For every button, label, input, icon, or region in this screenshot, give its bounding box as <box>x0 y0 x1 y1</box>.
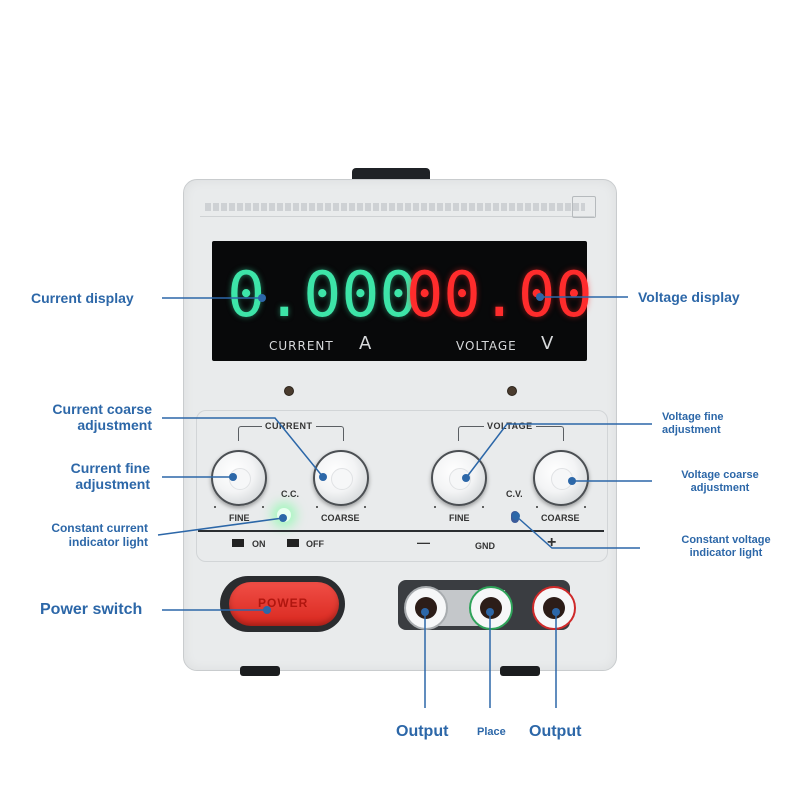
dial-tick <box>364 506 366 508</box>
on-switch-icon <box>232 539 244 547</box>
cv-light-callout: Constant voltage indicator light <box>681 534 771 559</box>
current-fine-dot <box>229 473 237 481</box>
panel-divider <box>198 530 604 532</box>
off-label: OFF <box>306 539 324 549</box>
voltage-group-label: VOLTAGE <box>484 421 536 431</box>
output-left-dot <box>421 608 429 616</box>
current-fine-label: FINE <box>229 513 250 523</box>
left-foot <box>240 666 280 676</box>
dial-tick <box>262 506 264 508</box>
top-label-print <box>205 203 585 211</box>
current-fine-callout: Current fine adjustment <box>70 460 150 492</box>
current-coarse-callout: Current coarse adjustment <box>52 401 152 433</box>
power-switch-text: POWER <box>258 596 309 610</box>
voltage-fine-label: FINE <box>449 513 470 523</box>
voltage-coarse-dot <box>568 477 576 485</box>
voltage-coarse-label: COARSE <box>541 513 580 523</box>
ground-terminal[interactable] <box>469 586 513 630</box>
place-callout: Place <box>477 726 506 738</box>
output-right-dot <box>552 608 560 616</box>
power-switch[interactable] <box>229 582 339 626</box>
dial-tick <box>434 506 436 508</box>
dial-tick <box>214 506 216 508</box>
voltage-unit: V <box>541 333 554 354</box>
current-coarse-label: COARSE <box>321 513 360 523</box>
voltage-display-dot <box>536 293 544 301</box>
positive-terminal[interactable] <box>532 586 576 630</box>
right-status-led <box>507 386 517 396</box>
brand-badge <box>572 196 596 218</box>
cc-light-callout: Constant current indicator light <box>51 521 148 549</box>
dial-tick <box>536 506 538 508</box>
on-label: ON <box>252 539 266 549</box>
current-display-callout: Current display <box>31 290 134 306</box>
power-switch-callout: Power switch <box>40 601 143 618</box>
voltage-display-callout: Voltage display <box>638 289 740 305</box>
minus-label: — <box>417 535 430 550</box>
voltage-fine-callout: Voltage fine adjustment <box>662 411 724 436</box>
cv-light-leader <box>515 515 640 549</box>
output-left-callout: Output <box>396 723 449 740</box>
power-switch-dot <box>263 606 271 614</box>
led-display-panel <box>212 241 587 361</box>
dial-tick <box>584 506 586 508</box>
current-coarse-leader <box>162 417 324 478</box>
cv-light-dot <box>512 512 520 520</box>
voltage-coarse-callout: Voltage coarse adjustment <box>681 469 759 494</box>
current-display-dot <box>258 294 266 302</box>
cc-light-dot <box>279 514 287 522</box>
gnd-label: GND <box>475 541 495 551</box>
place-dot <box>486 608 494 616</box>
current-unit: A <box>359 333 372 354</box>
negative-terminal[interactable] <box>404 586 448 630</box>
voltage-readout: 00.00 <box>406 258 593 331</box>
voltage-fine-leader <box>465 423 652 479</box>
top-label-strip <box>200 200 594 217</box>
dial-tick <box>482 506 484 508</box>
voltage-fine-dot <box>462 474 470 482</box>
plus-label: + <box>547 534 557 551</box>
cc-light-leader <box>157 517 284 536</box>
control-panel <box>196 410 608 562</box>
cv-label: C.V. <box>506 489 523 499</box>
output-right-callout: Output <box>529 723 582 740</box>
current-coarse-dot <box>319 473 327 481</box>
current-readout: 0.000 <box>227 258 418 331</box>
dial-tick <box>316 506 318 508</box>
cc-label: C.C. <box>281 489 299 499</box>
current-group-label: CURRENT <box>262 421 316 431</box>
right-foot <box>500 666 540 676</box>
voltage-label: VOLTAGE <box>456 339 517 353</box>
left-status-led <box>284 386 294 396</box>
current-label: CURRENT <box>269 339 334 353</box>
voltage-fine-knob[interactable] <box>431 450 487 506</box>
off-switch-icon <box>287 539 299 547</box>
